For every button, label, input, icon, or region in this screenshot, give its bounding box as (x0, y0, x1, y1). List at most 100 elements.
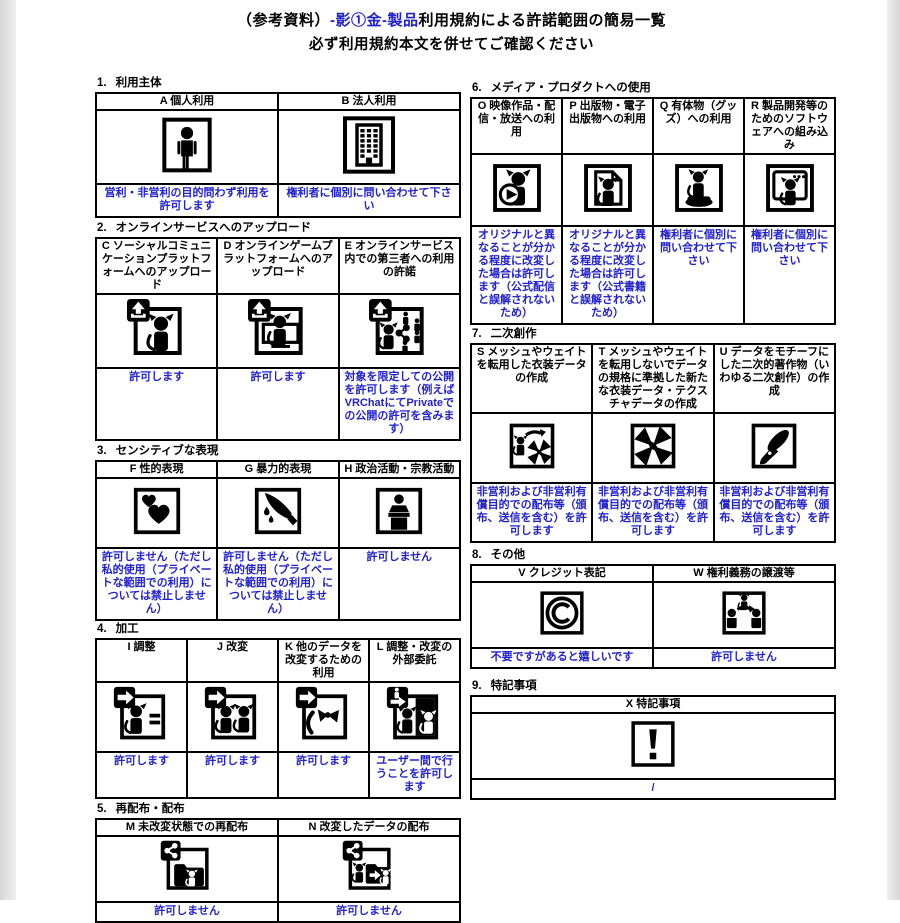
permission-result: 許可しません（ただし私的使用（プライベートな範囲での利用）については禁止しません… (94, 547, 219, 621)
icon-cell (470, 712, 836, 780)
icon-cell (277, 681, 370, 753)
permission-result: 営利・非営利の目的問わず利用を許可します (95, 183, 279, 218)
category-header-cell: K 他のデータを改変するための利用 (277, 638, 370, 683)
section-title: 加工 (115, 623, 139, 635)
section-title: センシティブな表現 (115, 445, 219, 457)
category-header-cell: J 改変 (186, 638, 279, 683)
section-heading: 5. 再配布・配布 (97, 802, 461, 816)
third-party-share-icon (367, 297, 431, 361)
permission-result: 不要ですがあると嬉しいです (470, 647, 654, 669)
pen-icon (745, 417, 803, 475)
category-header-cell: R 製品開発等のためのソフトウェアへの組み込み (743, 97, 836, 155)
transfer-icon (716, 585, 772, 641)
icon-cell (470, 581, 654, 649)
permission-result: / (470, 778, 836, 800)
permission-result: 権利者に個別に問い合わせて下さい (652, 225, 745, 325)
section-heading: 7.二次創作 (472, 327, 836, 341)
section-title: 再配布・配布 (115, 803, 185, 815)
permission-result: 非営利および非営利有償目的での配布等（頒布、送信を含む）を許可します (591, 482, 715, 543)
permission-result: 許可しません (95, 901, 279, 923)
section-number: 6. (472, 82, 482, 94)
category-header-cell: P 出版物・電子出版物への利用 (561, 97, 654, 155)
category-header-cell: V クレジット表記 (470, 564, 654, 583)
category-header-cell: G 暴力的表現 (216, 460, 340, 479)
page-margin-left (0, 0, 16, 900)
icon-cell (337, 477, 462, 549)
game-upload-icon (246, 297, 310, 361)
category-header-cell: E オンラインサービス内での第三者への利用の許諾 (337, 237, 462, 295)
section-title: 特記事項 (490, 680, 537, 692)
costume-reuse-icon (503, 417, 561, 475)
category-header-cell: A 個人利用 (95, 92, 279, 111)
permission-result: 対象を限定しての公開を許可します（例えばVRChatにてPrivateでの公開の… (337, 367, 462, 441)
title-product-name: -影①金-製品 (329, 12, 419, 29)
video-icon (486, 157, 548, 219)
podium-icon (369, 481, 429, 541)
icon-cell (277, 109, 461, 185)
icon-cell (470, 153, 563, 227)
category-header-cell: I 調整 (95, 638, 188, 683)
page-title: （参考資料）-影①金-製品利用規約による許諾範囲の簡易一覧 (16, 9, 887, 30)
category-header-cell: O 映像作品・配信・放送への利用 (470, 97, 563, 155)
category-header-cell: U データをモチーフにした二次的著作物（いわゆる二次創作）の作成 (712, 343, 837, 414)
software-icon (759, 157, 821, 219)
icon-cell (469, 412, 594, 484)
section-9: 9. 特記事項 X 特記事項 / (470, 679, 836, 800)
permission-table: X 特記事項 / (470, 695, 836, 800)
icon-cell (95, 835, 279, 903)
modify-other-data-icon (294, 685, 354, 745)
icon-cell (652, 581, 836, 649)
permission-result: 許可しません (277, 901, 461, 923)
section-number: 9. (472, 680, 482, 692)
icon-cell (337, 293, 462, 369)
copyright-icon (534, 585, 590, 641)
category-header-cell: W 権利義務の譲渡等 (652, 564, 836, 583)
icon-cell (216, 293, 340, 369)
section-heading: 8. その他 (472, 548, 836, 562)
icon-cell (186, 681, 279, 753)
permission-result: 許可します (186, 751, 279, 799)
section-title: その他 (490, 549, 526, 561)
permission-result: 許可しません（ただし私的使用（プライベートな範囲での利用）については禁止しません… (216, 547, 340, 621)
icon-cell (712, 412, 837, 484)
section-number: 2. (97, 222, 107, 234)
section-title: オンラインサービスへのアップロード (115, 222, 312, 234)
goods-icon (668, 157, 730, 219)
section-number: 3. (97, 445, 107, 457)
category-header-cell: H 政治活動・宗教活動 (337, 460, 462, 479)
section-heading: 4. 加工 (97, 622, 461, 636)
permission-result: 許可します (277, 751, 370, 799)
section-number: 5. (97, 803, 107, 815)
document-title: （参考資料）-影①金-製品利用規約による許諾範囲の簡易一覧 必ず利用規約本文を併… (16, 9, 887, 54)
icon-cell (216, 477, 340, 549)
permission-result: 非営利および非営利有償目的での配布等（頒布、送信を含む）を許可します (469, 482, 594, 543)
page-margin-right (887, 0, 900, 900)
section-number: 4. (97, 623, 107, 635)
category-header-cell: T メッシュやウェイトを転用しないでデータの規格に準拠した新たな衣装データ・テク… (591, 343, 715, 414)
outsource-icon (385, 685, 445, 745)
section-title: 利用主体 (115, 77, 162, 89)
section-number: 8. (472, 549, 482, 561)
icon-cell (277, 835, 461, 903)
hearts-icon (127, 481, 187, 541)
icon-cell (95, 681, 188, 753)
category-header-cell: N 改変したデータの配布 (277, 818, 461, 837)
section-title: 二次創作 (490, 328, 537, 340)
section-title: メディア・プロダクトへの使用 (490, 82, 651, 94)
category-header-cell: X 特記事項 (470, 695, 836, 714)
permission-result: 権利者に個別に問い合わせて下さい (277, 183, 461, 218)
icon-cell (743, 153, 836, 227)
title-suffix: 利用規約による許諾範囲の簡易一覧 (418, 12, 667, 29)
